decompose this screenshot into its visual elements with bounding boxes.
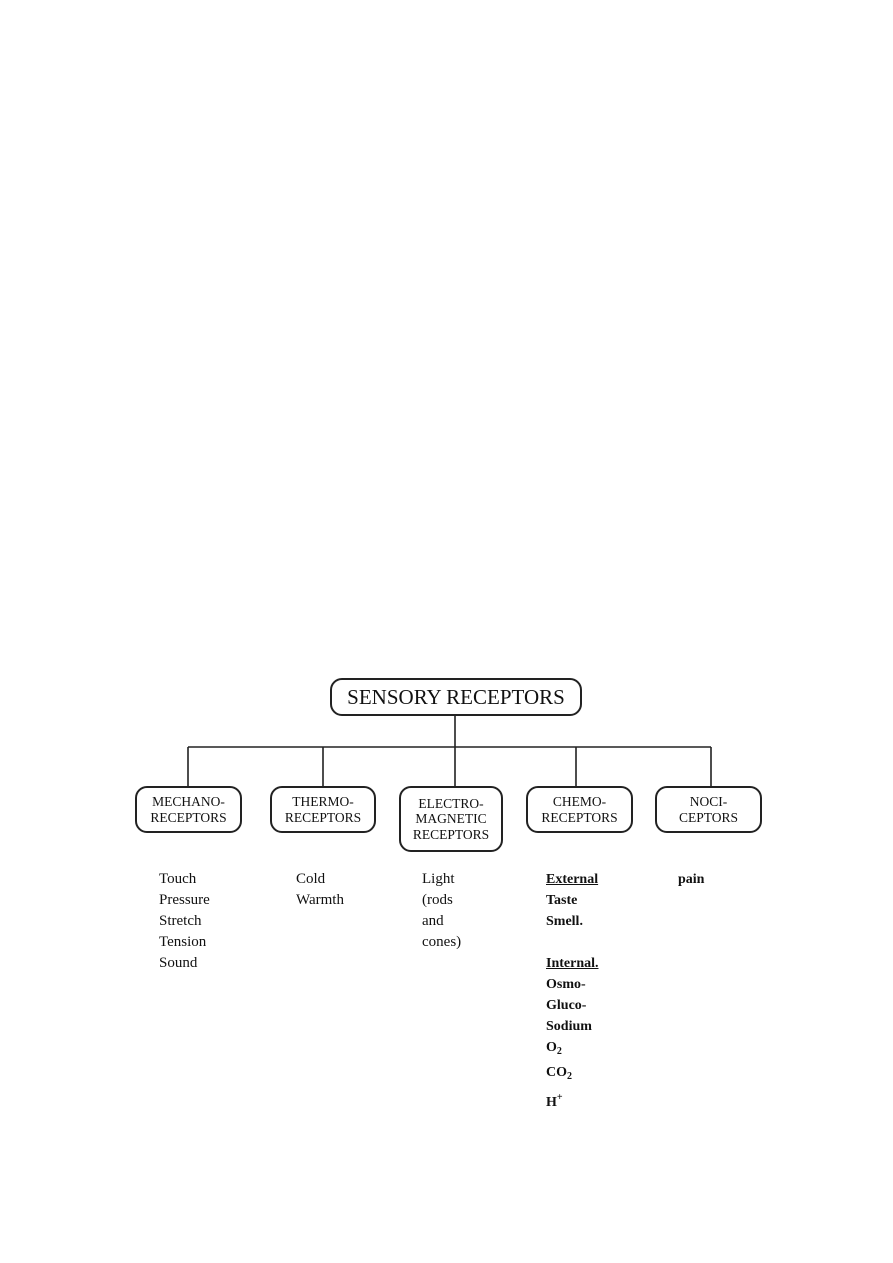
list-item: Warmth — [296, 892, 344, 908]
internal-heading: Internal. — [546, 956, 599, 971]
node-chemoreceptors: CHEMO- RECEPTORS — [526, 786, 633, 833]
list-item: (rods — [422, 892, 453, 908]
list-item: Light — [422, 871, 455, 887]
list-item: Sodium — [546, 1019, 592, 1034]
node-label-line: ELECTRO- — [418, 795, 484, 811]
list-item-oxygen: O2 — [546, 1040, 562, 1057]
node-label-line: THERMO- — [292, 793, 354, 809]
node-label-line: RECEPTORS — [541, 809, 618, 825]
list-item: Stretch — [159, 913, 202, 929]
list-item: cones) — [422, 934, 462, 950]
list-item: Touch — [159, 871, 197, 887]
node-label-line: RECEPTORS — [284, 809, 362, 825]
list-item: Sound — [159, 955, 198, 971]
list-item: and — [422, 913, 444, 929]
list-item: Osmo- — [546, 977, 586, 992]
thermo-items: Cold Warmth — [296, 869, 344, 911]
node-thermoreceptors: THERMO- RECEPTORS — [270, 786, 376, 833]
node-label-line: MECHANO- — [152, 793, 225, 809]
list-item-carbon-dioxide: CO2 — [546, 1065, 572, 1082]
external-heading: External — [546, 872, 599, 887]
node-label-line: RECEPTORS — [150, 809, 227, 825]
list-item: pain — [678, 872, 705, 887]
chemo-items: External Taste Smell. Internal. Osmo- Gl… — [546, 869, 599, 1113]
noci-items: pain — [678, 869, 704, 890]
electro-items: Light (rods and cones) — [422, 869, 461, 953]
list-item: Cold — [296, 871, 326, 887]
mechano-items: Touch Pressure Stretch Tension Sound — [159, 869, 210, 974]
node-sensory-receptors: SENSORY RECEPTORS — [330, 678, 582, 716]
node-label-line: CHEMO- — [552, 793, 607, 809]
list-item: Gluco- — [546, 998, 587, 1013]
node-electromagnetic-receptors: ELECTRO- MAGNETIC RECEPTORS — [399, 786, 503, 852]
node-label: SENSORY RECEPTORS — [347, 684, 565, 709]
list-item: Smell. — [546, 914, 583, 929]
node-mechanoreceptors: MECHANO- RECEPTORS — [135, 786, 242, 833]
list-item: Pressure — [159, 892, 210, 908]
node-label-line: CEPTORS — [678, 809, 739, 825]
node-label-line: RECEPTORS — [412, 826, 490, 842]
list-item-hydrogen-ion: H+ — [546, 1092, 563, 1110]
node-nociceptors: NOCI- CEPTORS — [655, 786, 762, 833]
list-item: Tension — [159, 934, 207, 950]
node-label-line: MAGNETIC — [415, 811, 487, 827]
node-label-line: NOCI- — [689, 793, 728, 809]
list-item: Taste — [546, 893, 578, 908]
